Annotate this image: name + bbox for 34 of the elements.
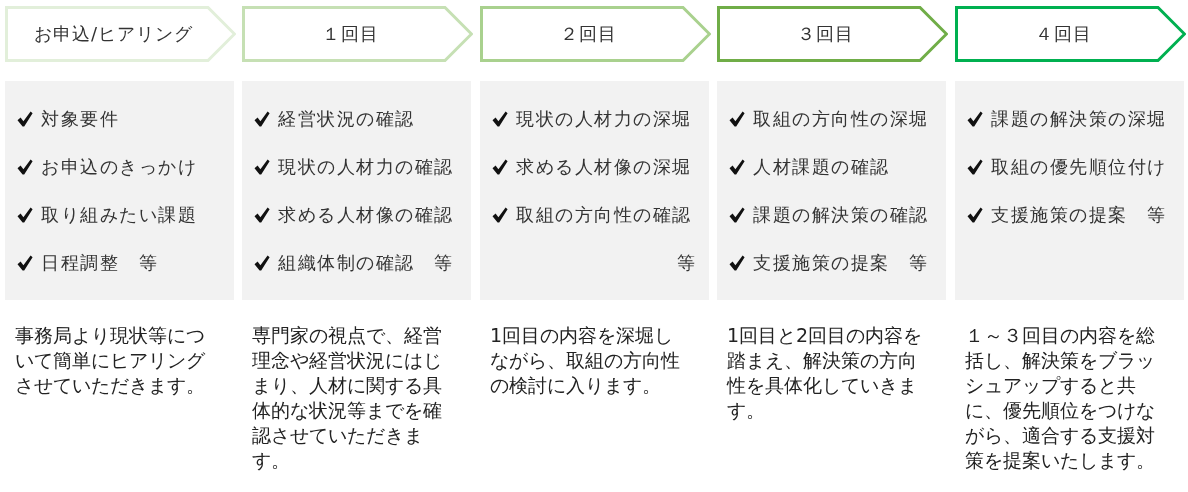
checklist-panel (480, 81, 709, 300)
checklist-item: 組織体制の確認 等 (278, 251, 454, 275)
description-text: 事務局より現状等について簡単にヒアリングさせていただきます。 (15, 323, 206, 398)
checklist-item: 支援施策の提案 等 (991, 203, 1167, 227)
checklist-item: 課題の解決策の深堀 (991, 107, 1167, 131)
checklist-item: 人材課題の確認 (753, 155, 890, 179)
checklist-item: 課題の解決策の確認 (753, 203, 929, 227)
step-label: ２回目 (560, 22, 617, 46)
checklist-panel (5, 81, 234, 300)
checklist-panel (955, 81, 1184, 300)
description-text: １～３回目の内容を総括し、解決策をブラッシュアップすると共に、優先順位をつけながら、適合する支援対策を提案いたします。 (965, 323, 1156, 473)
checklist-item: 取組の方向性の確認 (516, 203, 692, 227)
checklist-item: 取組の方向性の深堀 (753, 107, 929, 131)
checklist-item: 取組の優先順位付け (991, 155, 1167, 179)
step-label: お申込/ヒアリング (33, 22, 194, 46)
checklist-panel (717, 81, 946, 300)
checklist-item: 求める人材像の深堀 (516, 155, 692, 179)
checklist-item: 現状の人材力の深堀 (516, 107, 692, 131)
checklist-panel (242, 81, 471, 300)
etc-note: 等 (676, 251, 696, 275)
checklist-item: お申込のきっかけ (41, 155, 197, 179)
step-label: ４回目 (1035, 22, 1092, 46)
checklist-item: 日程調整 等 (41, 251, 158, 275)
checklist-item: 支援施策の提案 等 (753, 251, 929, 275)
step-label: ３回目 (797, 22, 854, 46)
checklist-item: 求める人材像の確認 (278, 203, 454, 227)
description-text: 1回目の内容を深堀しながら、取組の方向性の検討に入ります。 (490, 323, 681, 398)
step-label: １回目 (322, 22, 379, 46)
description-text: 1回目と2回目の内容を踏まえ、解決策の方向性を具体化していきます。 (727, 323, 924, 423)
checklist-item: 取り組みたい課題 (41, 203, 197, 227)
checklist-item: 対象要件 (41, 107, 119, 131)
checklist-item: 経営状況の確認 (278, 107, 415, 131)
description-text: 専門家の視点で、経営理念や経営状況にはじまり、人材に関する具体的な状況等までを確認させていただきます。 (252, 323, 443, 473)
checklist-item: 現状の人材力の確認 (278, 155, 454, 179)
